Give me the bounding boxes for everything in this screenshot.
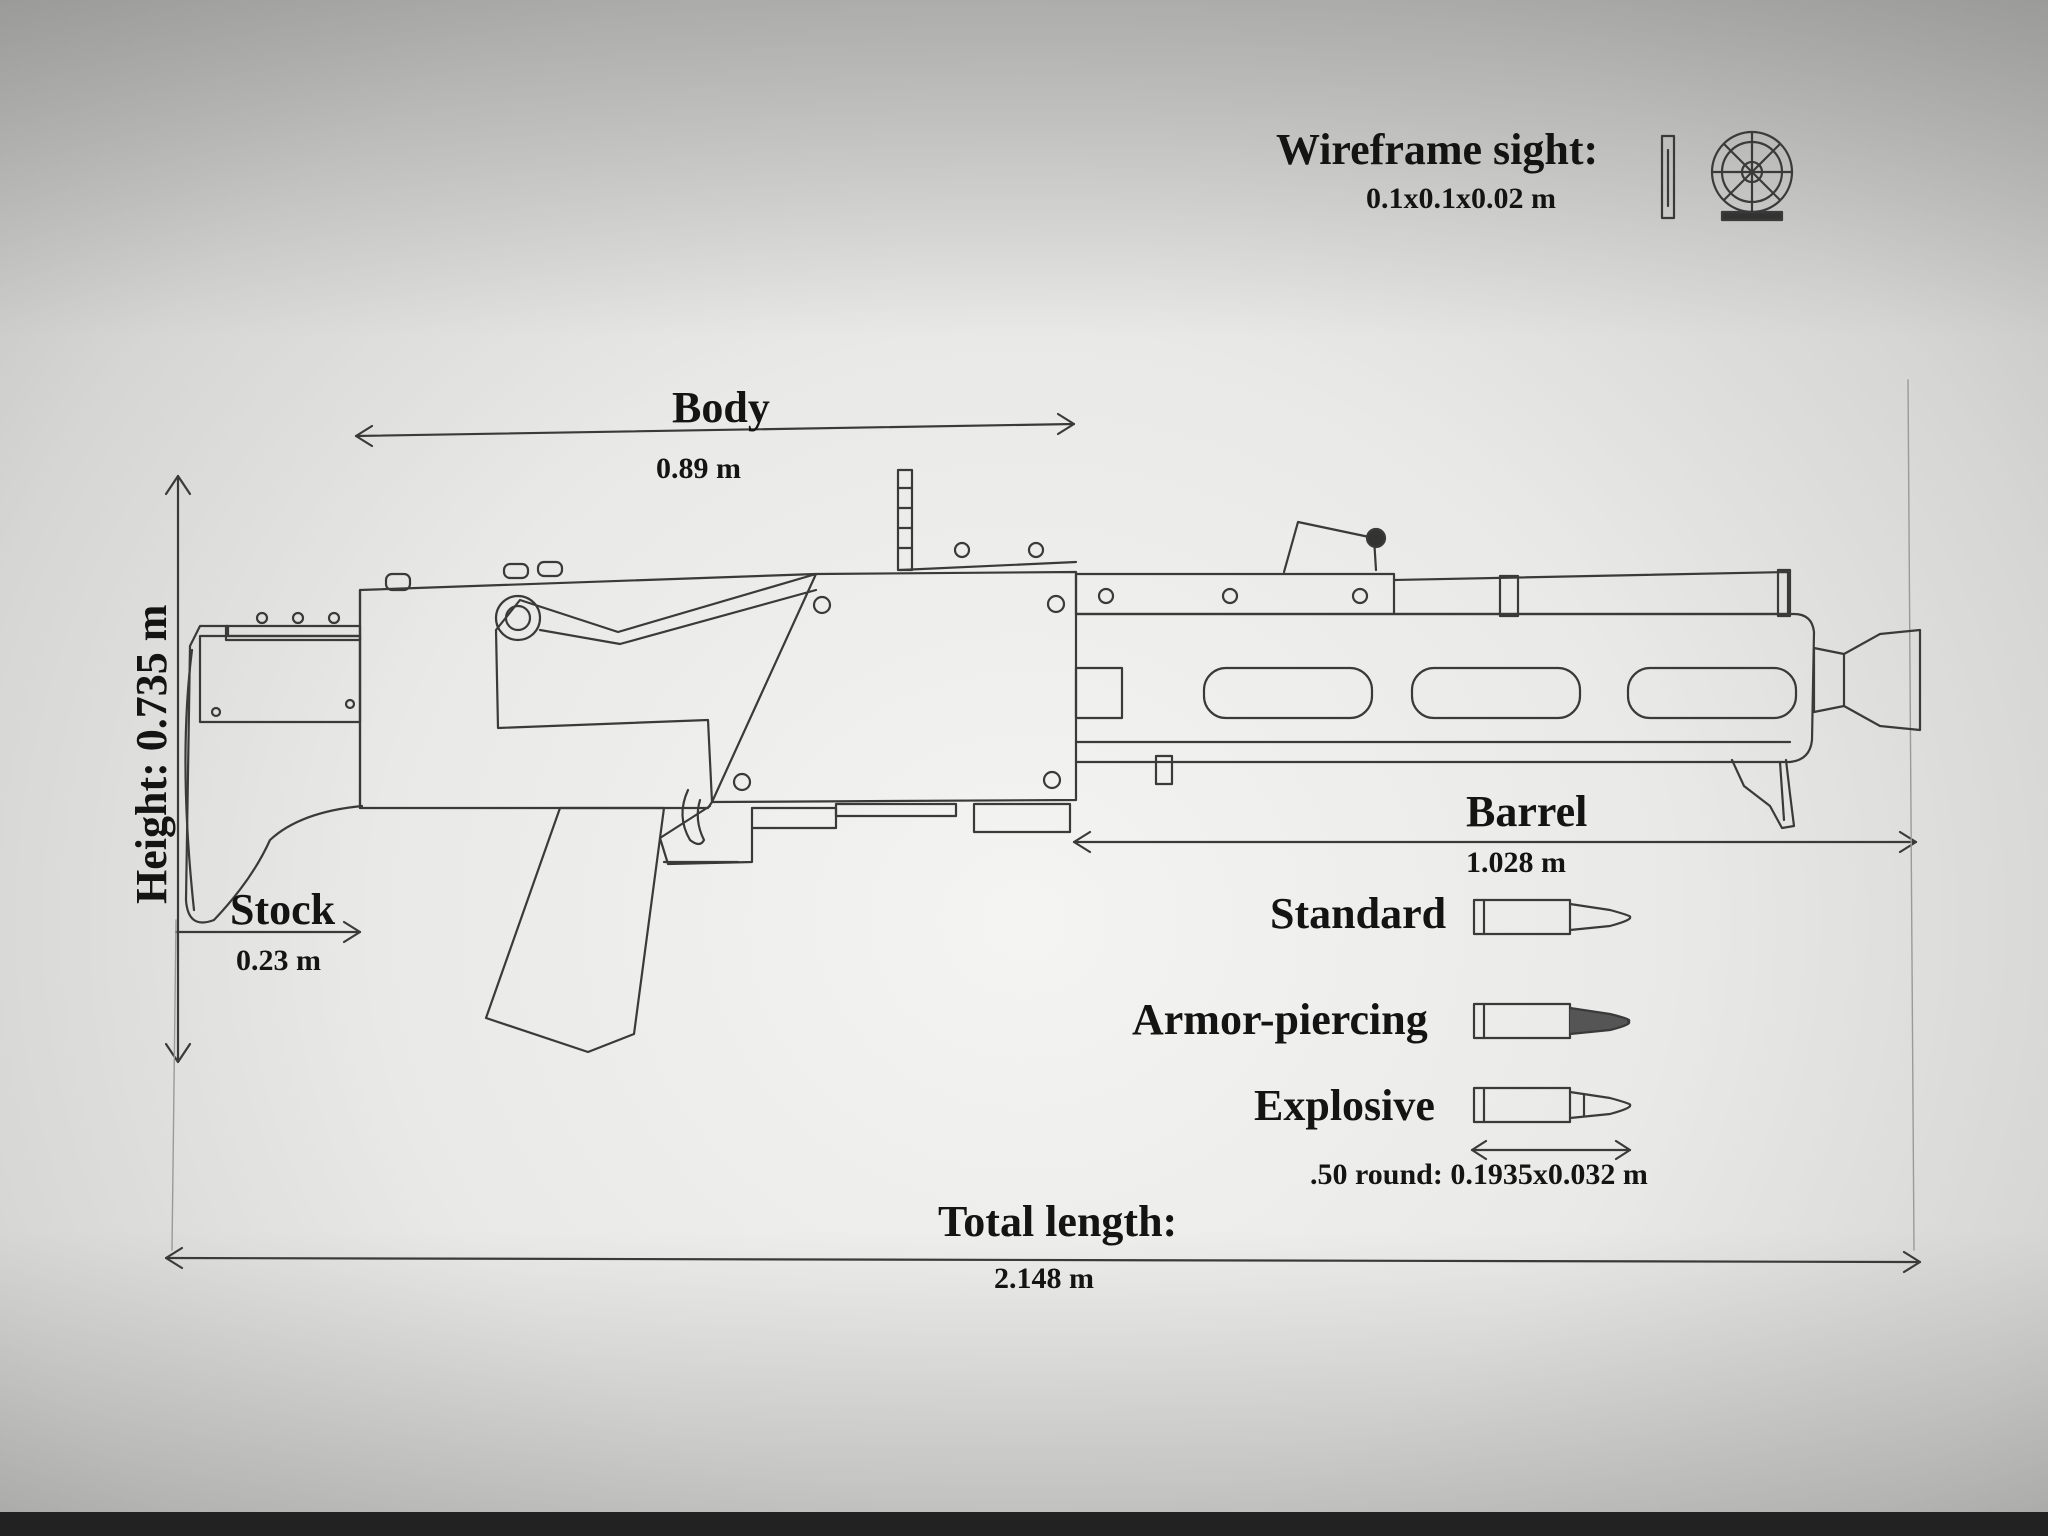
total-length-dimension-arrow (164, 1246, 1922, 1274)
stock-outline (184, 611, 364, 924)
grip-outline (484, 788, 1072, 1054)
total-length-label: Total length: (938, 1197, 1178, 1246)
round-armor-piercing (1472, 1002, 1631, 1040)
desk-edge (0, 1512, 2048, 1536)
height-dimension-arrow (164, 474, 192, 1064)
barrel-shroud-outline (1074, 520, 1922, 830)
stock-dimension-arrow (174, 920, 362, 944)
round-dimensions: .50 round: 0.1935x0.032 m (1310, 1158, 1648, 1191)
wireframe-sight-label: Wireframe sight: (1276, 125, 1599, 174)
round-explosive (1472, 1086, 1632, 1124)
round-dimension-arrow (1470, 1139, 1632, 1161)
body-dimension-arrow (354, 412, 1076, 448)
wireframe-sight-drawing (1660, 130, 1794, 222)
receiver-outline (358, 468, 1078, 810)
barrel-length: 1.028 m (1466, 846, 1566, 879)
stock-length: 0.23 m (236, 944, 321, 977)
barrel-dimension-arrow (1072, 830, 1918, 854)
height-label: Height: 0.735 m (127, 604, 176, 904)
barrel-label: Barrel (1466, 787, 1588, 836)
stock-label: Stock (230, 885, 336, 934)
body-length: 0.89 m (656, 452, 741, 485)
ammo-standard-label: Standard (1270, 889, 1447, 938)
round-standard (1472, 898, 1632, 936)
extension-lines (171, 379, 1915, 1251)
ammo-explosive-label: Explosive (1254, 1081, 1435, 1130)
wireframe-sight-dimensions: 0.1x0.1x0.02 m (1366, 182, 1556, 215)
total-length-value: 2.148 m (994, 1262, 1094, 1295)
ammo-armor-piercing-label: Armor-piercing (1132, 995, 1428, 1044)
body-label: Body (672, 383, 770, 432)
